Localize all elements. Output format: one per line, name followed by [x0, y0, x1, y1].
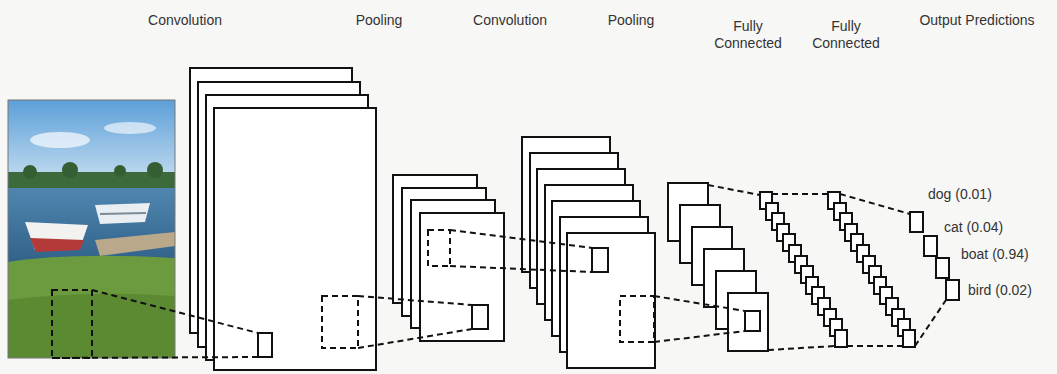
input-photo — [8, 100, 175, 358]
feature-maps — [190, 68, 959, 370]
kernel-squares — [258, 248, 760, 357]
class-score: dog (0.01) — [928, 186, 992, 203]
layer-title: Convolution — [135, 12, 235, 29]
class-score: bird (0.02) — [968, 282, 1032, 299]
layer-title: Pooling — [596, 12, 666, 29]
layer-title: Pooling — [343, 12, 415, 29]
class-score: cat (0.04) — [944, 219, 1003, 236]
class-score: boat (0.94) — [961, 246, 1029, 263]
layer-title: Convolution — [460, 12, 560, 29]
layer-title: Fully Connected — [808, 18, 884, 52]
layer-title: Fully Connected — [710, 18, 786, 52]
layer-title: Output Predictions — [904, 12, 1050, 29]
receptive-fields — [52, 185, 946, 358]
